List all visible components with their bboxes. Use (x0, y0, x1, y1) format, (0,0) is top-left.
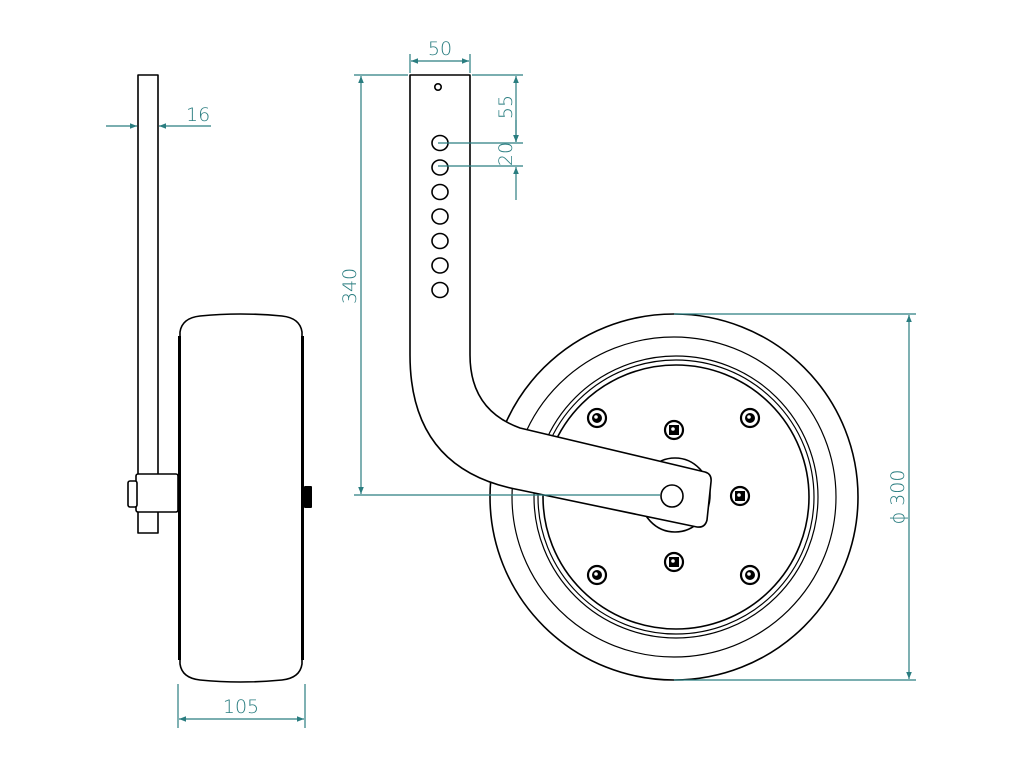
dimension-top-hole-offset-label: 55 (495, 95, 517, 119)
adjustment-hole (431, 257, 449, 274)
dimension-hole-pitch-label: 20 (495, 142, 517, 166)
wheel-bolt (729, 485, 751, 507)
side-axle-bolt-head (127, 480, 138, 508)
dimension-wheel-width-label: 105 (223, 696, 259, 718)
wheel-hub-disc (542, 364, 810, 630)
dimension-wheel-diameter-label: ϕ 300 (887, 470, 909, 525)
side-tire (179, 313, 303, 683)
side-tire-edge-left (178, 336, 181, 660)
dimension-hole-positions: 55 20 (438, 74, 523, 200)
top-pin-hole (433, 83, 442, 92)
wheel-bolt (586, 564, 608, 586)
dimension-wheel-diameter: ϕ 300 (674, 313, 916, 681)
side-view (127, 74, 312, 683)
side-tire-edge-right (301, 336, 304, 660)
dimension-plate-thickness: 16 (106, 104, 211, 129)
dimension-height: 340 (339, 74, 660, 496)
adjustment-hole (431, 232, 449, 250)
side-mount-plate (137, 74, 159, 534)
adjustment-hole (431, 281, 449, 299)
wheel-bolt (739, 564, 761, 586)
adjustment-hole (431, 208, 449, 225)
dimension-tube-width: 50 (409, 38, 471, 73)
dimension-wheel-width: 105 (177, 684, 306, 728)
wheel-bolt (739, 407, 761, 429)
wheel-rim-outer (533, 355, 819, 639)
wheel-bolt (663, 419, 685, 441)
adjustment-hole (431, 159, 449, 176)
wheel-bolt (663, 551, 685, 573)
adjustment-hole (431, 183, 449, 201)
wheel-bolt (586, 407, 608, 429)
wheel-rim-inner (537, 359, 815, 635)
wheel-bolts (586, 407, 761, 586)
front-view-arm (409, 74, 712, 528)
jockey-arm (409, 74, 712, 528)
dimension-height-label: 340 (339, 268, 361, 304)
dimension-tube-width-label: 50 (428, 38, 452, 60)
dimension-plate-thickness-label: 16 (186, 104, 210, 126)
axle-hole (660, 484, 684, 508)
side-axle-nut (304, 486, 312, 508)
adjustment-holes (431, 134, 449, 299)
side-hub-block (135, 473, 179, 513)
wheel-tire-ring (511, 336, 837, 658)
dimensions: 16 50 55 20 340 (106, 38, 916, 728)
